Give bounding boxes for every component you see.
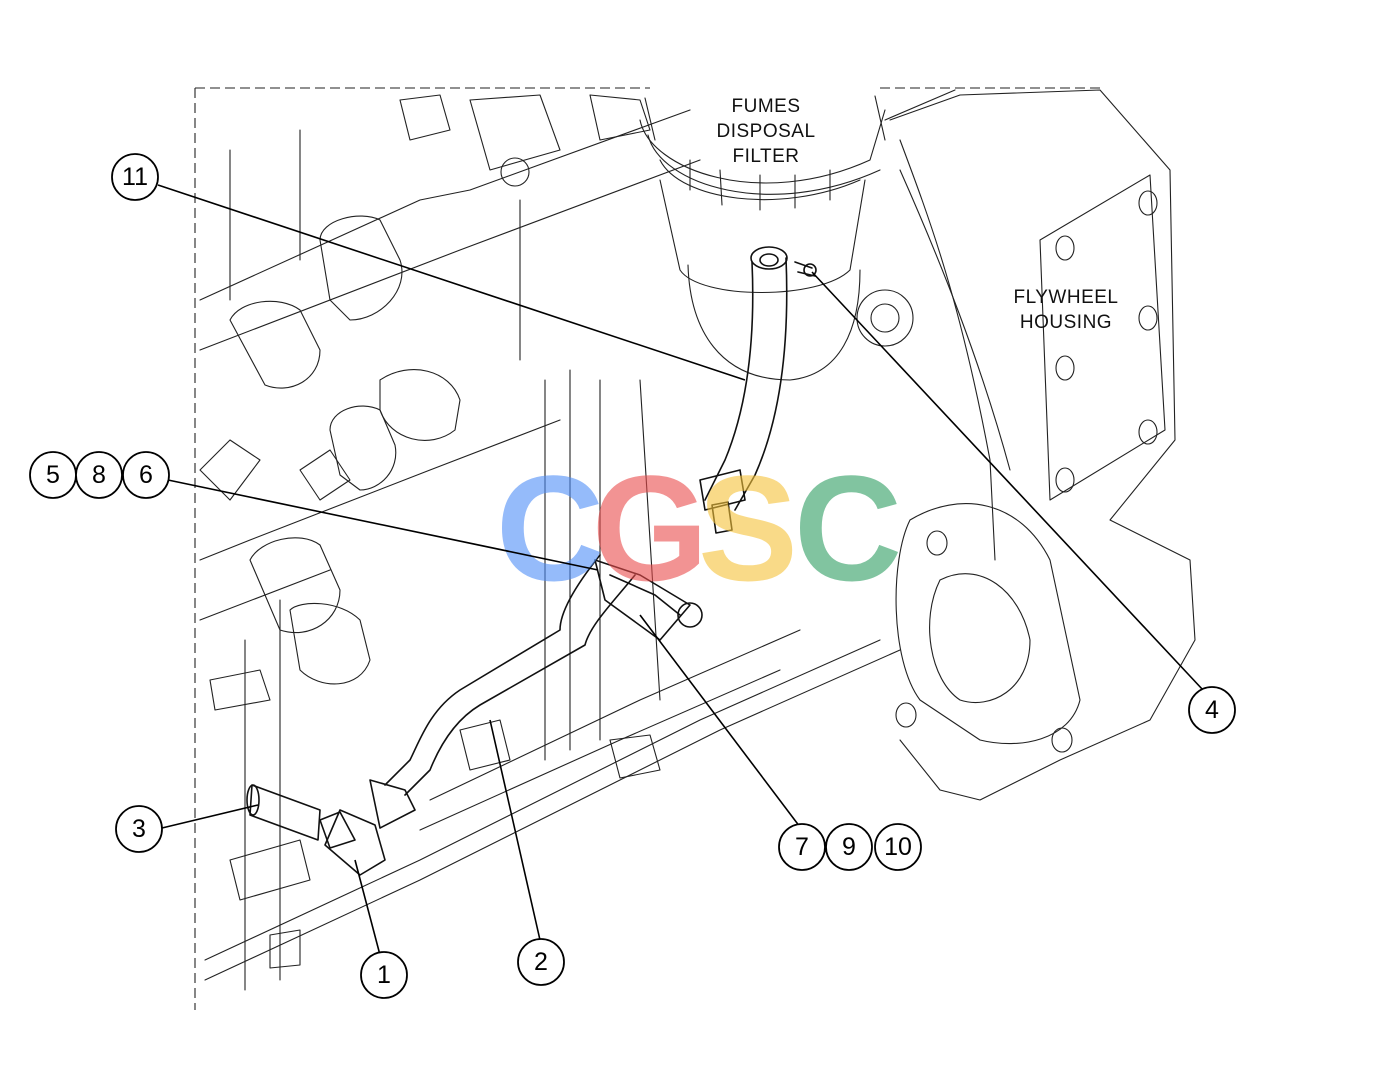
watermark-letter: S [698,444,798,612]
svg-text:7: 7 [795,833,809,861]
callout-10: 10 [874,823,922,871]
callout-8: 8 [75,451,123,499]
watermark-letter: G [592,444,709,612]
callout-5: 5 [29,451,77,499]
component-labels: FUMES DISPOSAL FILTER FLYWHEEL HOUSING [705,92,1118,333]
callout-7: 7 [778,823,826,871]
watermark-letter: C [496,444,604,612]
watermark: C G S C [496,444,902,612]
callout-11: 11 [111,153,159,201]
svg-text:1: 1 [377,961,391,989]
callout-2: 2 [517,938,565,986]
drain-tube [246,554,703,876]
callout-3: 3 [115,805,163,853]
svg-text:9: 9 [842,833,856,861]
fumes-disposal-filter [639,89,956,381]
callout-4: 4 [1188,686,1236,734]
svg-text:8: 8 [92,461,106,489]
svg-text:10: 10 [884,833,912,861]
breather-tube [699,246,817,534]
flywheel-label-line1: FLYWHEEL [1013,287,1118,308]
callouts: 11 5 8 6 4 7 9 10 [29,153,1236,999]
watermark-letter: C [794,444,902,612]
flywheel-housing [856,89,1196,801]
engine-block [199,94,901,991]
leader-lines [157,184,1204,956]
svg-text:6: 6 [139,461,153,489]
callout-6: 6 [122,451,170,499]
svg-text:2: 2 [534,948,548,976]
svg-text:4: 4 [1205,696,1219,724]
fumes-label-line2: DISPOSAL [716,121,815,142]
callout-9: 9 [825,823,873,871]
svg-text:5: 5 [46,461,60,489]
svg-text:11: 11 [122,163,148,191]
view-boundary [194,87,1100,1010]
flywheel-label-line2: HOUSING [1020,312,1112,333]
fumes-label-line1: FUMES [732,96,801,117]
callout-1: 1 [360,951,408,999]
svg-text:3: 3 [132,815,146,843]
fumes-label-line3: FILTER [732,146,799,167]
